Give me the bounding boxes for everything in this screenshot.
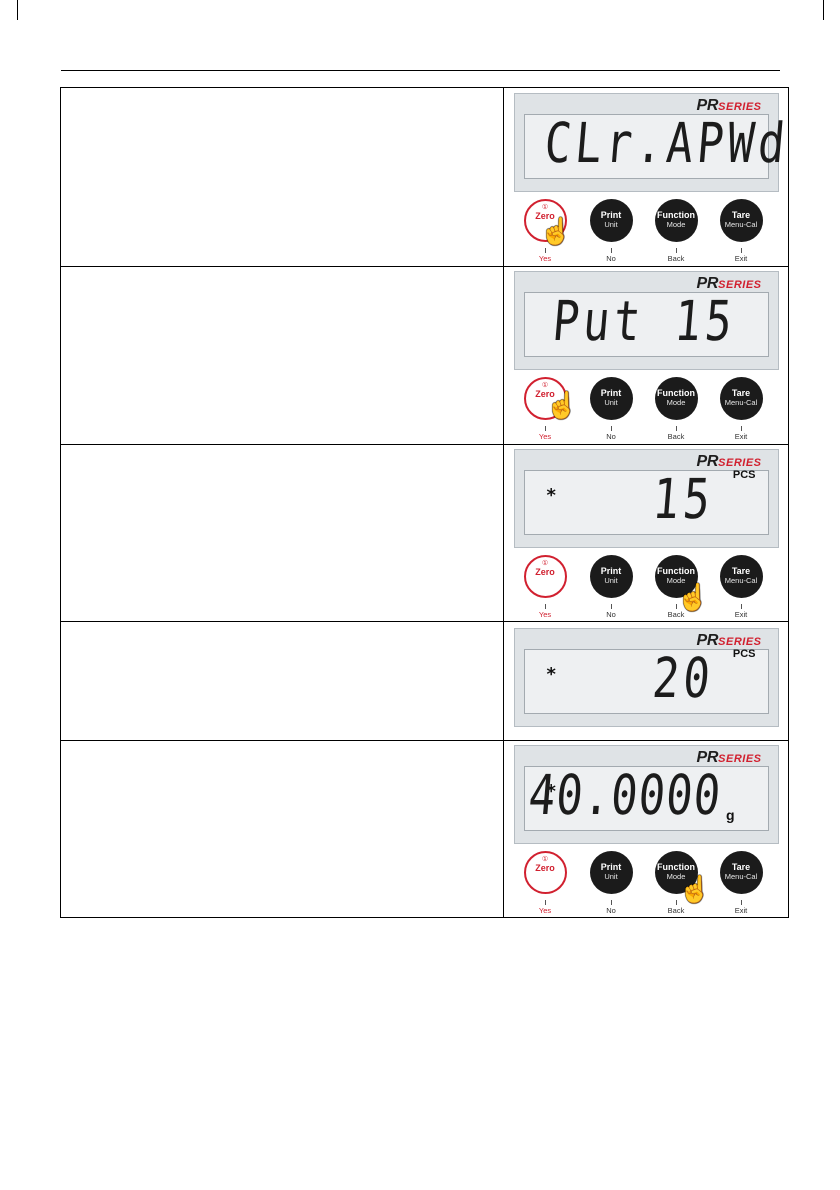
power-icon: ① [541, 855, 549, 863]
power-icon: ① [541, 559, 549, 567]
lcd-readout: 20 [649, 647, 716, 711]
unit-label: PCS [732, 648, 756, 660]
no-label: No [590, 900, 633, 915]
crop-mark-left [17, 0, 18, 20]
lcd-frame: PRSERIES CLr.APWd [513, 92, 791, 192]
brand-logo: PRSERIES [696, 275, 762, 292]
power-icon: ① [541, 203, 549, 211]
yes-label: Yes [524, 604, 567, 619]
no-label: No [590, 604, 633, 619]
yes-label: Yes [524, 900, 567, 915]
exit-label: Exit [720, 900, 763, 915]
crop-mark-right [823, 0, 824, 20]
back-label: Back [655, 604, 698, 619]
exit-label: Exit [720, 248, 763, 263]
stable-indicator: * [546, 664, 556, 685]
exit-label: Exit [720, 604, 763, 619]
step-illustration-cell: PRSERIES * 20 PCS [503, 621, 789, 741]
step-description-cell [60, 740, 504, 918]
power-icon: ① [541, 382, 549, 389]
step-description-cell [60, 444, 504, 622]
lcd-readout: 40.0000 [526, 763, 724, 828]
yes-label: Yes [524, 426, 567, 441]
lcd-frame: PRSERIES * 15 PCS [513, 448, 779, 548]
scale-panel: PRSERIES * 20 PCS [513, 628, 779, 734]
brand-logo: PRSERIES [696, 632, 762, 649]
step-row: PRSERIES * 20 PCS [60, 621, 789, 741]
lcd-screen: * 20 PCS [523, 647, 769, 714]
pointing-hand-icon: ☝ [678, 873, 711, 904]
lcd-screen: Put 15 [523, 290, 769, 357]
pointing-hand-icon: ☝ [545, 390, 578, 420]
stable-indicator: * [546, 780, 556, 802]
lcd-readout: Put 15 [549, 290, 738, 354]
pointing-hand-icon: ☝ [676, 581, 709, 612]
step-description-cell [60, 621, 504, 741]
unit-label: PCS [732, 468, 756, 481]
lcd-frame: PRSERIES Put 15 [513, 271, 779, 370]
step-description-cell [60, 266, 504, 445]
brand-logo: PRSERIES [696, 96, 762, 114]
brand-logo: PRSERIES [696, 748, 762, 766]
step-description-cell [60, 87, 504, 267]
header-rule [61, 70, 780, 71]
unit-label: g [725, 806, 735, 823]
lcd-frame: PRSERIES * 40.0000 g [513, 744, 779, 844]
lcd-screen: * 40.0000 g [523, 763, 769, 831]
back-label: Back [655, 248, 698, 263]
brand-logo: PRSERIES [696, 452, 762, 470]
back-label: Back [655, 426, 698, 441]
lcd-readout: 15 [649, 467, 716, 532]
stable-indicator: * [546, 484, 556, 506]
no-label: No [590, 248, 633, 263]
lcd-screen: * 15 PCS [523, 467, 769, 535]
lcd-readout: CLr.APWd [541, 111, 791, 176]
lcd-frame: PRSERIES * 20 PCS [513, 628, 779, 727]
no-label: No [590, 426, 633, 441]
exit-label: Exit [720, 426, 763, 441]
lcd-screen: CLr.APWd [523, 112, 791, 179]
pointing-hand-icon: ☝ [539, 215, 572, 246]
yes-label: Yes [524, 248, 567, 263]
back-label: Back [655, 900, 698, 915]
